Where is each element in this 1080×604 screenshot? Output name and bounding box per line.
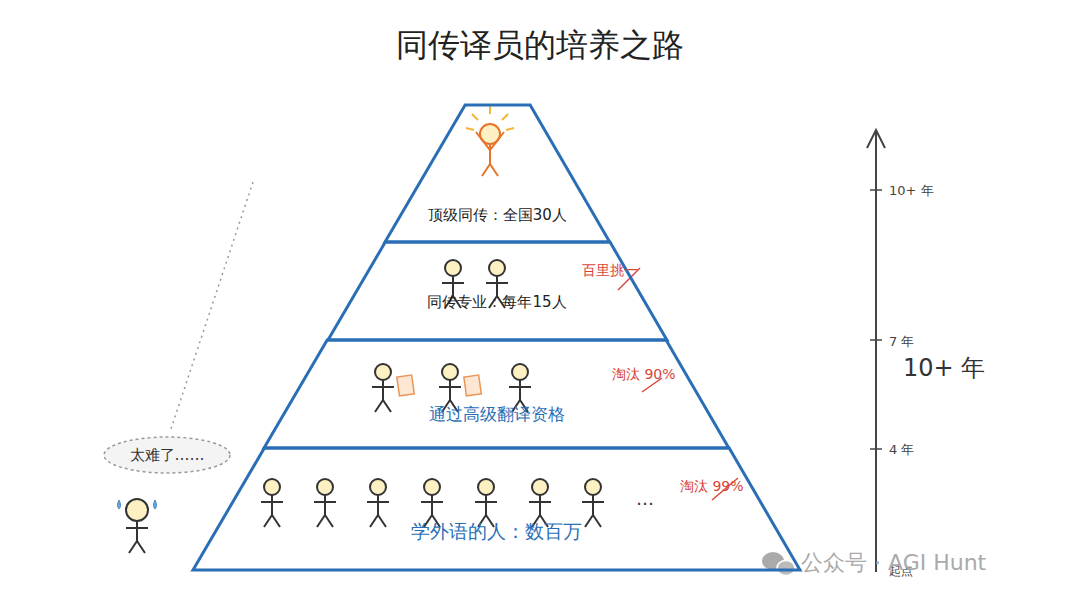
stick-figure	[476, 124, 504, 176]
red-strokes	[618, 268, 738, 500]
sweat-drop	[154, 500, 157, 509]
duration-label: 10+ 年	[903, 352, 985, 384]
ellipsis: …	[636, 488, 654, 509]
tick-label: 10+ 年	[889, 182, 934, 200]
band-label: 通过高级翻译资格	[264, 403, 729, 426]
time-axis	[867, 130, 885, 572]
pyramid-band: 学外语的人：数百万	[193, 448, 800, 570]
pyramid-band: 同传专业：每年15人	[328, 242, 667, 340]
title: 同传译员的培养之路	[0, 24, 1080, 68]
watermark: 公众号 · AGI Hunt	[801, 548, 986, 578]
pyramid-band: 通过高级翻译资格	[264, 340, 729, 448]
sweat-drop	[118, 500, 121, 509]
annotation: 淘汰 90%	[612, 366, 676, 384]
thought-line	[170, 182, 253, 432]
pyramid-band: 顶级同传：全国30人	[385, 105, 610, 242]
stick-figure	[314, 479, 336, 527]
tick-label: 7 年	[889, 333, 914, 351]
speech-bubble: 太难了……	[103, 436, 231, 474]
tick-label: 4 年	[889, 441, 914, 459]
band-outline	[264, 340, 729, 448]
certificate	[464, 375, 481, 396]
annotation: 淘汰 99%	[680, 478, 744, 496]
band-label: 顶级同传：全国30人	[385, 206, 610, 225]
band-label: 同传专业：每年15人	[328, 293, 667, 312]
band-label: 学外语的人：数百万	[193, 519, 800, 545]
stick-figure	[367, 479, 389, 527]
stick-figures	[118, 106, 605, 553]
band-outline	[328, 242, 667, 340]
annotation: 百里挑一	[582, 262, 638, 280]
stick-figure	[261, 479, 283, 527]
certificate	[397, 375, 414, 396]
stick-figure	[582, 479, 604, 527]
stick-figure	[372, 364, 394, 412]
bubble-text: 太难了……	[130, 446, 205, 465]
band-outline	[193, 448, 800, 570]
stick-figure	[126, 499, 148, 553]
